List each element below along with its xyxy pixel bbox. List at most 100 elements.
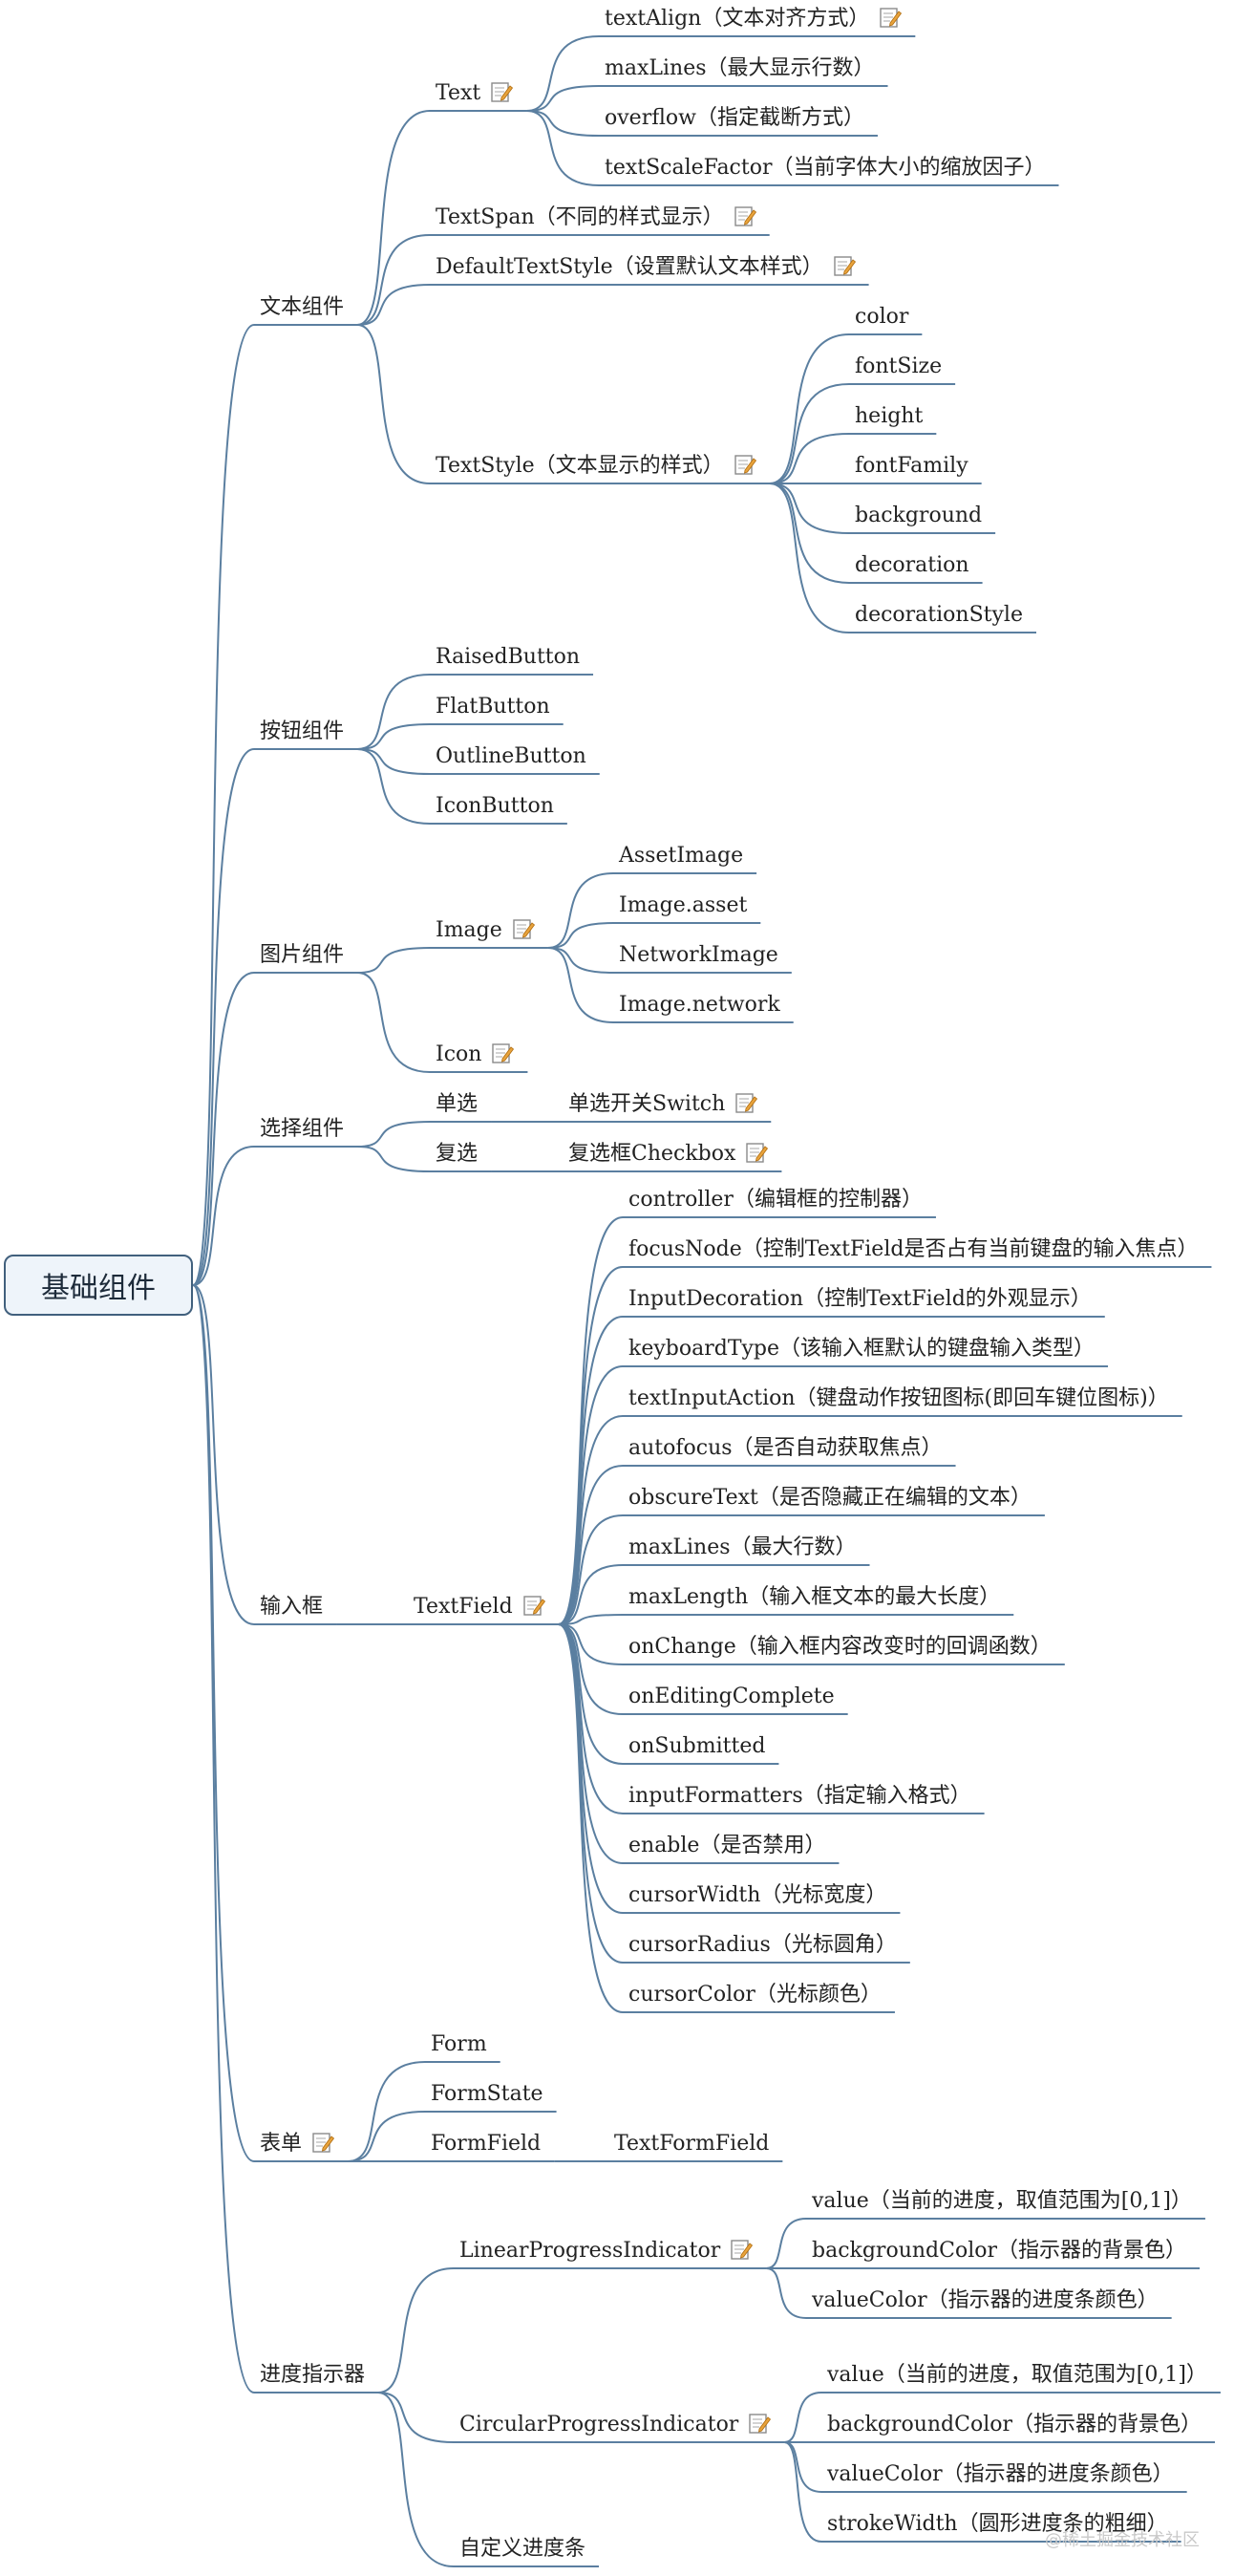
topic-node[interactable]: 复选 (436, 1141, 478, 1171)
node-label: enable（是否禁用） (628, 1834, 826, 1857)
topic-node[interactable]: InputDecoration（控制TextField的外观显示） (628, 1286, 1092, 1317)
topic-node[interactable]: cursorRadius（光标圆角） (628, 1932, 897, 1963)
topic-node[interactable]: background (855, 503, 982, 533)
topic-node[interactable]: height (855, 403, 923, 434)
topic-node[interactable]: TextSpan（不同的样式显示） (436, 204, 756, 235)
category-node[interactable]: 文本组件 (260, 294, 344, 325)
topic-node[interactable]: 复选框Checkbox (568, 1141, 769, 1171)
topic-node[interactable]: decoration (855, 552, 969, 583)
topic-node[interactable]: textScaleFactor（当前字体大小的缩放因子） (605, 155, 1046, 185)
note-icon[interactable] (745, 1141, 769, 1164)
node-label: Icon (436, 1042, 482, 1066)
connector-line (526, 110, 600, 186)
note-icon[interactable] (491, 1041, 515, 1064)
topic-node[interactable]: maxLength（输入框文本的最大长度） (628, 1584, 1000, 1615)
topic-node[interactable]: cursorWidth（光标宽度） (628, 1882, 886, 1913)
connector-line (192, 1284, 255, 2162)
topic-node[interactable]: NetworkImage (619, 942, 778, 973)
note-icon[interactable] (311, 2131, 335, 2154)
node-label: decorationStyle (855, 603, 1023, 627)
node-label: TextStyle（文本显示的样式） (436, 454, 724, 478)
root-node[interactable]: 基础组件 (4, 1255, 193, 1316)
topic-node[interactable]: Icon (436, 1041, 515, 1072)
node-label: 输入框 (260, 1595, 324, 1619)
category-node[interactable]: 表单 (260, 2131, 335, 2161)
topic-node[interactable]: FlatButton (436, 694, 550, 724)
topic-node[interactable]: FormState (431, 2081, 543, 2112)
note-icon[interactable] (730, 2238, 754, 2261)
topic-node[interactable]: CircularProgressIndicator (459, 2412, 772, 2442)
topic-node[interactable]: TextField (414, 1594, 545, 1624)
topic-node[interactable]: controller（编辑框的控制器） (628, 1187, 923, 1217)
topic-node[interactable]: RaisedButton (436, 644, 580, 675)
topic-node[interactable]: strokeWidth（圆形进度条的粗细） (827, 2511, 1168, 2542)
topic-node[interactable]: AssetImage (619, 843, 743, 873)
topic-node[interactable]: fontFamily (855, 453, 968, 483)
note-icon[interactable] (748, 2412, 772, 2435)
topic-node[interactable]: onChange（输入框内容改变时的回调函数） (628, 1634, 1052, 1664)
topic-node[interactable]: valueColor（指示器的进度条颜色） (812, 2287, 1159, 2318)
topic-node[interactable]: backgroundColor（指示器的背景色） (812, 2238, 1186, 2268)
topic-node[interactable]: obscureText（是否隐藏正在编辑的文本） (628, 1485, 1032, 1515)
node-label: 图片组件 (260, 943, 345, 967)
topic-node[interactable]: Text (436, 80, 514, 111)
topic-node[interactable]: Image.network (619, 992, 780, 1022)
topic-node[interactable]: color (855, 304, 908, 334)
topic-node[interactable]: fontSize (855, 354, 942, 384)
topic-node[interactable]: IconButton (436, 793, 554, 824)
topic-node[interactable]: enable（是否禁用） (628, 1833, 825, 1863)
topic-node[interactable]: value（当前的进度，取值范围为[0,1]） (812, 2188, 1192, 2219)
topic-node[interactable]: cursorColor（光标颜色） (628, 1982, 882, 2012)
node-label: Text (436, 81, 481, 105)
topic-node[interactable]: FormField (431, 2131, 541, 2161)
topic-node[interactable]: value（当前的进度，取值范围为[0,1]） (827, 2362, 1207, 2393)
topic-node[interactable]: Image.asset (619, 892, 747, 923)
topic-node[interactable]: 自定义进度条 (459, 2536, 585, 2566)
node-label: value（当前的进度，取值范围为[0,1]） (812, 2189, 1192, 2213)
connector-line (558, 1623, 624, 1665)
topic-node[interactable]: maxLines（最大显示行数） (605, 55, 875, 86)
category-node[interactable]: 图片组件 (260, 942, 344, 973)
note-icon[interactable] (879, 6, 903, 29)
topic-node[interactable]: 单选开关Switch (568, 1091, 758, 1122)
topic-node[interactable]: LinearProgressIndicator (459, 2238, 754, 2268)
topic-node[interactable]: OutlineButton (436, 743, 586, 774)
topic-node[interactable]: Form (431, 2031, 487, 2062)
note-icon[interactable] (833, 254, 856, 277)
topic-node[interactable]: 单选 (436, 1091, 478, 1122)
topic-node[interactable]: maxLines（最大行数） (628, 1535, 857, 1565)
connector-line (558, 1216, 624, 1625)
note-icon[interactable] (490, 80, 514, 103)
note-icon[interactable] (734, 204, 756, 227)
topic-node[interactable]: textInputAction（键盘动作按钮图标(即回车键位图标)） (628, 1385, 1169, 1416)
category-node[interactable]: 按钮组件 (260, 719, 344, 749)
category-node[interactable]: 进度指示器 (260, 2362, 365, 2393)
topic-node[interactable]: valueColor（指示器的进度条颜色） (827, 2461, 1174, 2492)
category-node[interactable]: 输入框 (260, 1594, 323, 1624)
connector-line (558, 1623, 624, 1914)
note-icon[interactable] (734, 453, 756, 476)
topic-node[interactable]: TextStyle（文本显示的样式） (436, 453, 756, 483)
topic-node[interactable]: focusNode（控制TextField是否占有当前键盘的输入焦点） (628, 1236, 1198, 1267)
node-label: 自定义进度条 (459, 2537, 586, 2561)
note-icon[interactable] (522, 1594, 545, 1617)
node-label: backgroundColor（指示器的背景色） (812, 2239, 1186, 2263)
topic-node[interactable]: overflow（指定截断方式） (605, 105, 864, 136)
watermark: @稀土掘金技术社区 (1045, 2530, 1200, 2550)
category-node[interactable]: 选择组件 (260, 1116, 344, 1147)
topic-node[interactable]: onSubmitted (628, 1733, 765, 1764)
connector-line (769, 483, 850, 534)
topic-node[interactable]: Image (436, 917, 535, 948)
topic-node[interactable]: backgroundColor（指示器的背景色） (827, 2412, 1202, 2442)
note-icon[interactable] (512, 917, 535, 940)
topic-node[interactable]: inputFormatters（指定输入格式） (628, 1783, 971, 1814)
topic-node[interactable]: onEditingComplete (628, 1684, 835, 1714)
topic-node[interactable]: TextFormField (614, 2131, 769, 2161)
topic-node[interactable]: textAlign（文本对齐方式） (605, 6, 903, 36)
topic-node[interactable]: decorationStyle (855, 602, 1023, 633)
note-icon[interactable] (734, 1091, 758, 1114)
topic-node[interactable]: autofocus（是否自动获取焦点） (628, 1435, 943, 1466)
connector-line (378, 2392, 455, 2443)
topic-node[interactable]: DefaultTextStyle（设置默认文本样式） (436, 254, 856, 285)
topic-node[interactable]: keyboardType（该输入框默认的键盘输入类型） (628, 1336, 1095, 1366)
